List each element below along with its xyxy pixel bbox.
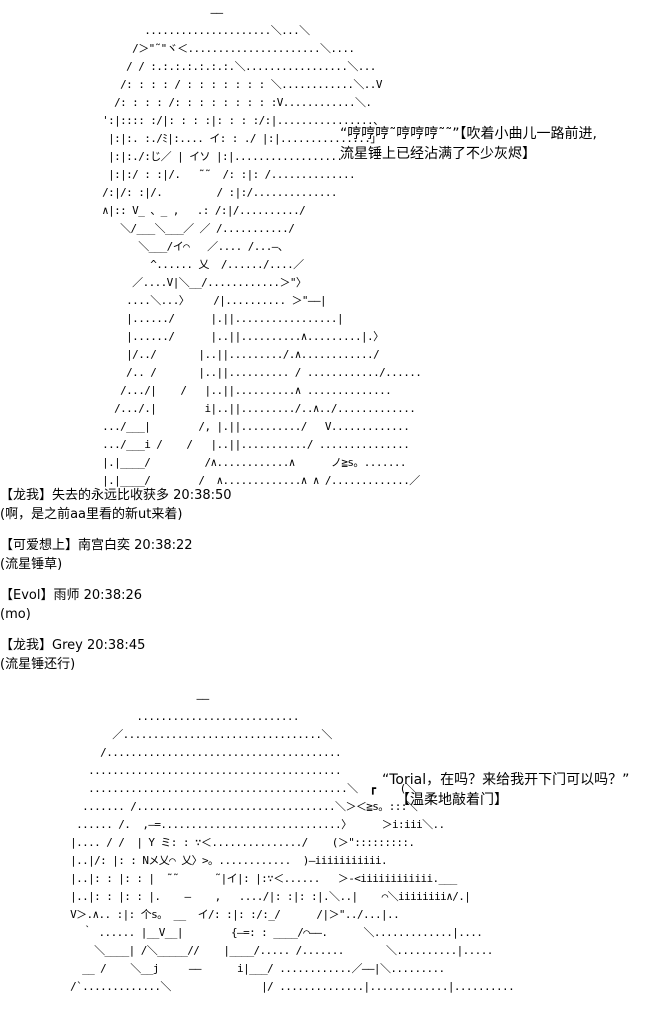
art-line: __ / ＼__j —— i|___/ ............／——|＼...…: [82, 962, 445, 975]
chat-text: (啊，是之前aa里看的新ut来着): [0, 507, 183, 522]
dialogue-bottom: “Torial，在吗？来给我开下门可以吗？” 【温柔地敲着门】: [382, 770, 629, 810]
art-line: ＼___/イ⌒ ／.... /...—、: [138, 240, 289, 253]
chat-time: 20:38:26: [83, 588, 143, 603]
chat-time: 20:38:50: [173, 488, 232, 503]
art-line: ...... /. ,—=...........................…: [76, 818, 445, 831]
dialogue-bottom-line1: “Torial，在吗？来给我开下门可以吗？”: [382, 772, 630, 788]
chat-message: 【可爱想上】南宫白奕 20:38:22 (流星锤草): [0, 536, 662, 574]
chat-time: 20:38:22: [134, 538, 193, 553]
art-line: |:|:. :./ﾐ|:.... イ: : ./ |:|............…: [108, 132, 381, 145]
art-line: |....../ |.||.................|: [126, 312, 343, 325]
art-line: ＼____| /＼_____// |____/..... /....... ＼.…: [94, 944, 493, 957]
art-line: ／.................................＼: [112, 728, 332, 741]
art-line: ｀ ...... |__V__| {—=: : ____/⌒——. ＼.....…: [82, 926, 483, 939]
art-line: /.../| / |..||..........∧ ..............: [120, 384, 392, 397]
chat-text: (流星锤还行): [0, 657, 76, 672]
chat-message: 【Evol】雨师 20:38:26 (mo): [0, 586, 662, 624]
art-line: |:|:./:じ／ | イソ |:|..................: [108, 150, 343, 163]
chat-message: 【龙我】失去的永远比收获多 20:38:50 (啊，是之前aa里看的新ut来着): [0, 486, 662, 524]
chat-time: 20:38:45: [86, 638, 146, 653]
art-line: /:|/: :|/. / :|:/..............: [102, 186, 337, 199]
art-line: |..|/: |: : Nメ乂⌒ 乂〉>。............ )—iiii…: [70, 854, 388, 867]
art-line: /: : : : / : : : : : : : ＼............＼.…: [120, 78, 382, 91]
art-line: .../___| /, |.||........../ V...........…: [102, 420, 410, 433]
art-line: |..|: : |: : |. ― , ..../|: :|: :|.＼..| …: [70, 890, 471, 903]
art-line: |/../ |..||........./.∧............/: [126, 348, 380, 361]
dialogue-bottom-line2: 【温柔地敲着门】: [396, 792, 508, 808]
dialogue-top: “哼哼哼˜哼哼哼˜˜”【吹着小曲儿一路前进, 流星锤上已经沾满了不少灰烬】: [340, 124, 597, 164]
art-line: ':|:::: :/|: : : :|: : : :/:|...........…: [102, 114, 384, 127]
art-line: ——: [196, 692, 210, 705]
art-line: / / :.:.:.:.:.:.:.＼.................＼...: [126, 60, 376, 73]
chat-user: 【可爱想上】南宫白奕: [0, 538, 131, 553]
chat-user: 【Evol】雨师: [0, 588, 80, 603]
art-line: /.../.| i|..||........./..∧../..........…: [114, 402, 416, 415]
art-line: .....................＼...＼: [144, 24, 310, 37]
art-line: /＞"˜"ヾ＜......................＼....: [132, 42, 355, 55]
art-line: ／....V|＼__/............＞"〉: [132, 276, 307, 289]
art-line: |.... / / | Y ミ: : ∵＜.............../ (＞…: [70, 836, 415, 849]
art-line: ...........................: [136, 710, 299, 723]
art-line: ........................................…: [88, 764, 342, 777]
art-line: |.|____/ /∧............∧ ノ≧s。.......: [102, 456, 406, 469]
art-line: ^...... 乂 /....../....／: [150, 258, 304, 271]
ascii-art-character-top: —— .....................＼...＼ /＞"˜"ヾ＜...…: [84, 4, 422, 490]
art-line: |:|:/ : :|/. ˜˜ /: :|: /..............: [108, 168, 356, 181]
art-line: /.......................................: [100, 746, 342, 759]
dialogue-top-line1: “哼哼哼˜哼哼哼˜˜”【吹着小曲儿一路前进,: [340, 126, 597, 142]
art-line: /: : : : /: : : : : : : : :V............…: [114, 96, 372, 109]
art-line: ∧|:: V_ 、_ , .: /:|/........../: [102, 204, 306, 217]
art-line: |.|____/ / ∧.............∧ ∧ /..........…: [84, 474, 420, 487]
chat-user: 【龙我】Grey: [0, 638, 83, 653]
chat-text: (流星锤草): [0, 557, 63, 572]
art-line: .../___i / / |..||.........../ .........…: [102, 438, 410, 451]
ascii-art-characters-bottom: —— ........................... ／........…: [52, 690, 515, 996]
art-line: ＼/___＼___／ ／ /.........../: [120, 222, 295, 235]
chat-text: (mo): [0, 607, 31, 622]
art-line: /.. / |..||.......... / ............/...…: [126, 366, 422, 379]
art-line: ....... /...............................…: [82, 800, 418, 813]
art-line: ........................................…: [88, 782, 417, 795]
chat-comments: 【龙我】失去的永远比收获多 20:38:50 (啊，是之前aa里看的新ut来着)…: [0, 486, 662, 686]
chat-message: 【龙我】Grey 20:38:45 (流星锤还行): [0, 636, 662, 674]
art-line: |....../ |..||..........∧.........|.〉: [126, 330, 384, 343]
art-line: V＞.∧.. :|: 个s。 __ イ/: :|: :/:_/ /|＞"../.…: [70, 908, 400, 921]
dialogue-top-line2: 流星锤上已经沾满了不少灰烬】: [340, 146, 536, 162]
art-line: ——: [210, 6, 223, 19]
art-line: ....＼...〉 /|.......... ＞"——|: [126, 294, 326, 307]
art-line: /`.............＼ |/ ..............|.....…: [52, 980, 515, 993]
chat-user: 【龙我】失去的永远比收获多: [0, 488, 170, 503]
art-line: |..|: : |: : | ˜˜ ˜|イ|: |:∵＜...... ＞-<ii…: [70, 872, 457, 885]
